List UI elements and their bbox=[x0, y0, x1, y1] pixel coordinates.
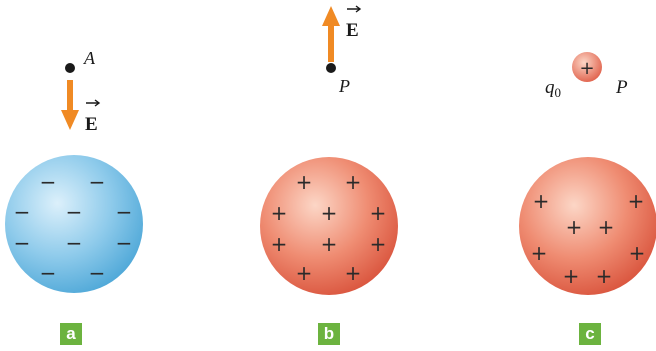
charge-sign: + bbox=[370, 232, 387, 256]
panel-label-a: a bbox=[60, 323, 82, 345]
charge-sign: + bbox=[566, 215, 583, 239]
negative-sphere bbox=[5, 155, 143, 293]
negative-charges: − − − − − − − − − − bbox=[14, 170, 133, 285]
point-a-dot bbox=[65, 63, 75, 73]
panel-a: A E − − − − − − − − − − bbox=[5, 48, 143, 293]
charge-sign: + bbox=[596, 264, 613, 288]
charge-sign: − bbox=[40, 261, 57, 285]
charge-sign: − bbox=[89, 170, 106, 194]
svg-text:E: E bbox=[85, 114, 98, 135]
positive-sphere bbox=[519, 157, 656, 295]
charge-sign: + bbox=[345, 170, 362, 194]
positive-charges: + + + + + + + + bbox=[531, 189, 646, 288]
charge-sign: + bbox=[598, 215, 615, 239]
charge-sign: + bbox=[531, 241, 548, 265]
positive-charges: + + + + + + + + + + bbox=[271, 170, 387, 285]
vector-arrow-icon bbox=[86, 99, 101, 107]
charge-sign: − bbox=[14, 200, 31, 224]
charge-sign: + bbox=[345, 261, 362, 285]
field-label-b: E bbox=[346, 5, 362, 41]
charge-sign: + bbox=[296, 170, 313, 194]
point-p-label: P bbox=[338, 76, 350, 96]
charge-sign: − bbox=[40, 170, 57, 194]
field-arrow-down bbox=[61, 80, 79, 130]
charge-sign: + bbox=[321, 201, 338, 225]
charge-sign: + bbox=[533, 189, 550, 213]
charge-sign: + bbox=[321, 232, 338, 256]
charge-sign: + bbox=[563, 264, 580, 288]
test-charge-sign: + bbox=[579, 58, 594, 79]
charge-sign: + bbox=[629, 241, 646, 265]
point-p-label-c: P bbox=[615, 77, 628, 98]
charge-sign: + bbox=[271, 201, 288, 225]
charge-sign: + bbox=[296, 261, 313, 285]
charge-sign: − bbox=[14, 231, 31, 255]
panel-c: + q0 P + + + + + + + + bbox=[519, 52, 656, 295]
test-charge bbox=[572, 52, 602, 82]
panel-label-c: c bbox=[579, 323, 601, 345]
panel-label-b: b bbox=[318, 323, 340, 345]
charge-sign: − bbox=[66, 200, 83, 224]
field-arrow-up bbox=[322, 6, 340, 62]
svg-text:E: E bbox=[346, 20, 359, 41]
test-charge-label: q0 bbox=[545, 77, 561, 100]
charge-sign: + bbox=[271, 232, 288, 256]
field-label-a: E bbox=[85, 99, 101, 135]
charge-sign: − bbox=[116, 200, 133, 224]
charge-sign: − bbox=[89, 261, 106, 285]
vector-arrow-icon bbox=[347, 5, 362, 13]
charge-sign: + bbox=[628, 189, 645, 213]
positive-sphere bbox=[260, 157, 398, 295]
panel-b: P E + + + + + + + + + + bbox=[260, 5, 398, 295]
point-p-dot bbox=[326, 63, 336, 73]
point-a-label: A bbox=[83, 48, 96, 68]
test-charge-subscript: 0 bbox=[555, 85, 562, 100]
charge-sign: − bbox=[116, 231, 133, 255]
charge-sign: + bbox=[370, 201, 387, 225]
charge-sign: − bbox=[66, 231, 83, 255]
